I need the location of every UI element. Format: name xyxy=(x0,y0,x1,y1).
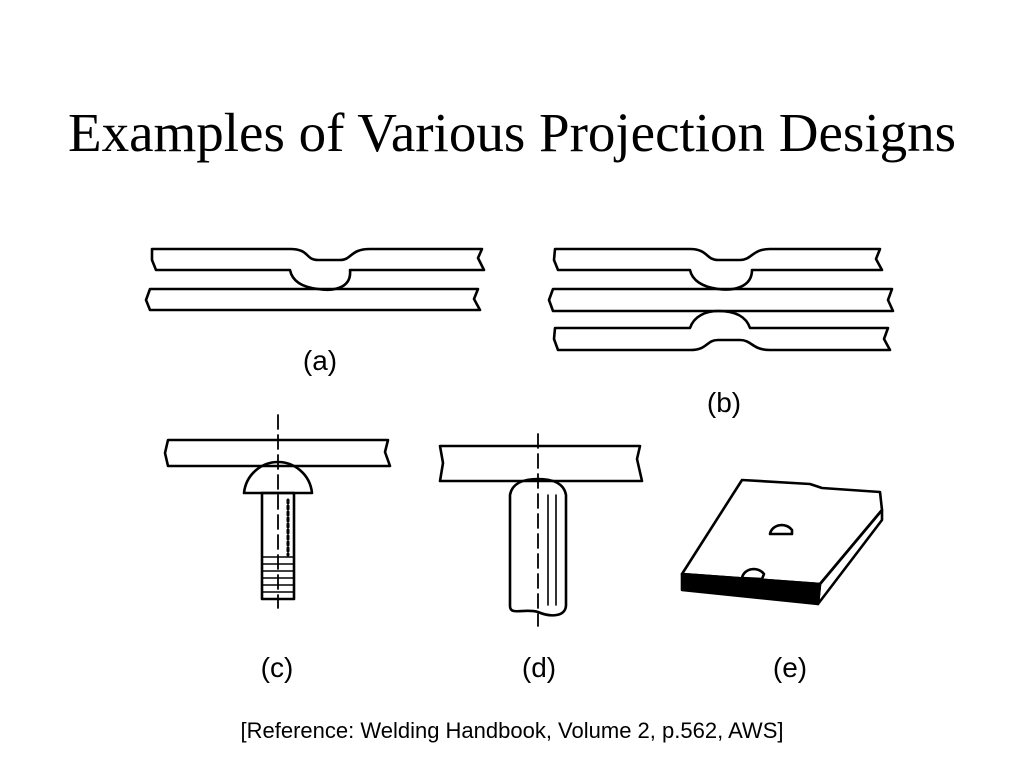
figure-d-label: (d) xyxy=(521,652,557,683)
figure-c-head xyxy=(242,460,314,495)
reference-citation: [Reference: Welding Handbook, Volume 2, … xyxy=(240,718,784,743)
figure-c-label: (c) xyxy=(260,652,294,683)
figure-c-threads xyxy=(261,498,295,593)
figure-b-bottom-sheet xyxy=(552,309,892,352)
figure-e-label: (e) xyxy=(772,652,808,683)
figure-b-middle-sheet xyxy=(547,287,895,313)
figure-d-sheet xyxy=(438,444,644,483)
figure-a-top-sheet xyxy=(150,247,486,291)
figure-e-projection-top xyxy=(768,523,794,536)
figure-e-plate-top xyxy=(680,478,884,586)
figure-b-label: (b) xyxy=(706,387,742,418)
figure-c-shank xyxy=(260,491,296,601)
figure-a-label: (a) xyxy=(302,345,338,376)
slide-title: Examples of Various Projection Designs xyxy=(67,102,957,163)
figure-c-sheet xyxy=(163,438,392,468)
figure-d-stud xyxy=(508,477,568,617)
figure-a-bottom-sheet xyxy=(144,287,482,312)
figure-b-top-sheet xyxy=(552,247,884,291)
figure-e-projection-edge xyxy=(740,567,766,581)
